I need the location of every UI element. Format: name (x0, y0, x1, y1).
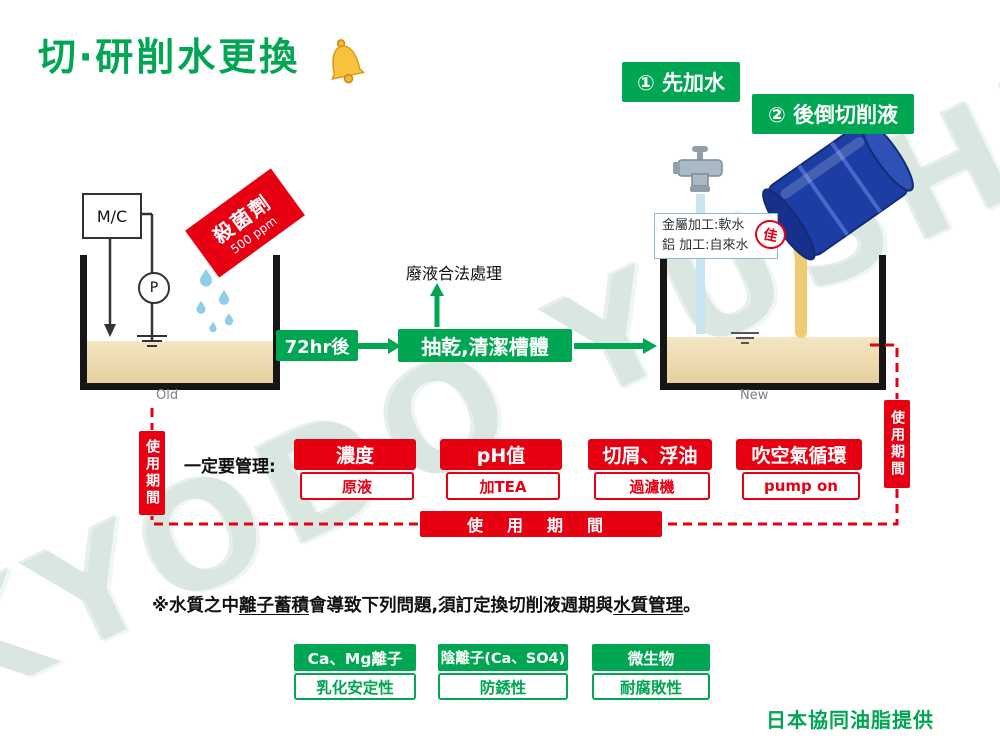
problem-anion-effect: 防銹性 (438, 673, 568, 700)
note-part-3: 。 (683, 596, 701, 616)
note-part-2: 會導致下列問題,須訂定換切削液週期與 (309, 596, 614, 616)
step-1-add-water: ① 先加水 (622, 62, 740, 102)
note-underline-2: 水質管理 (613, 596, 684, 616)
new-tank-liquid (667, 337, 879, 383)
usage-period-bar: 使用期間 (420, 511, 662, 537)
manage-concentration-sub: 原液 (300, 472, 414, 500)
note-underline-1: 離子蓄積 (239, 596, 310, 616)
old-tank-label: Old (156, 388, 179, 403)
manage-ph: pH值 (440, 439, 562, 470)
machine-box: M/C (82, 193, 142, 239)
page-title: 切‧研削水更換 (38, 35, 301, 79)
new-tank-label: New (740, 388, 769, 403)
manage-chips-oil: 切屑、浮油 (588, 439, 712, 470)
old-tank-liquid (87, 341, 273, 383)
new-tank (660, 255, 886, 390)
usage-period-left: 使用期間 (139, 431, 165, 515)
provider-credit: 日本協同油脂提供 (766, 708, 934, 732)
wait-72hr-box: 72hr後 (276, 330, 358, 361)
bell-icon (331, 39, 365, 84)
manage-air-circulation: 吹空氣循環 (736, 439, 862, 470)
must-manage-label: 一定要管理: (184, 457, 276, 477)
faucet-icon (673, 146, 723, 192)
manage-ph-sub: 加TEA (446, 472, 560, 500)
waste-disposal-label: 廢液合法處理 (406, 264, 503, 283)
problem-anion: 陰離子(Ca、SO4) (438, 644, 568, 671)
problem-microbe: 微生物 (592, 644, 710, 671)
pump-symbol: P (138, 272, 170, 304)
problem-ca-mg-effect: 乳化安定性 (294, 673, 416, 700)
water-quality-note: ※水質之中離子蓄積會導致下列問題,須訂定換切削液週期與水質管理。 (152, 592, 701, 617)
manage-air-circulation-sub: pump on (742, 472, 860, 500)
note-part-1: ※水質之中 (152, 596, 240, 616)
drain-clean-box: 抽乾,清潔槽體 (398, 329, 572, 362)
problem-microbe-effect: 耐腐敗性 (592, 673, 710, 700)
water-note-line2: 鋁 加工:自來水 (662, 238, 749, 253)
old-tank (80, 255, 280, 390)
manage-chips-oil-sub: 過濾機 (594, 472, 710, 500)
water-note-line1: 金屬加工:軟水 (662, 217, 745, 233)
problem-ca-mg: Ca、Mg離子 (294, 644, 416, 671)
manage-concentration: 濃度 (294, 439, 416, 470)
usage-period-right: 使用期間 (884, 400, 910, 488)
step-2-pour-fluid: ② 後倒切削液 (752, 94, 914, 134)
